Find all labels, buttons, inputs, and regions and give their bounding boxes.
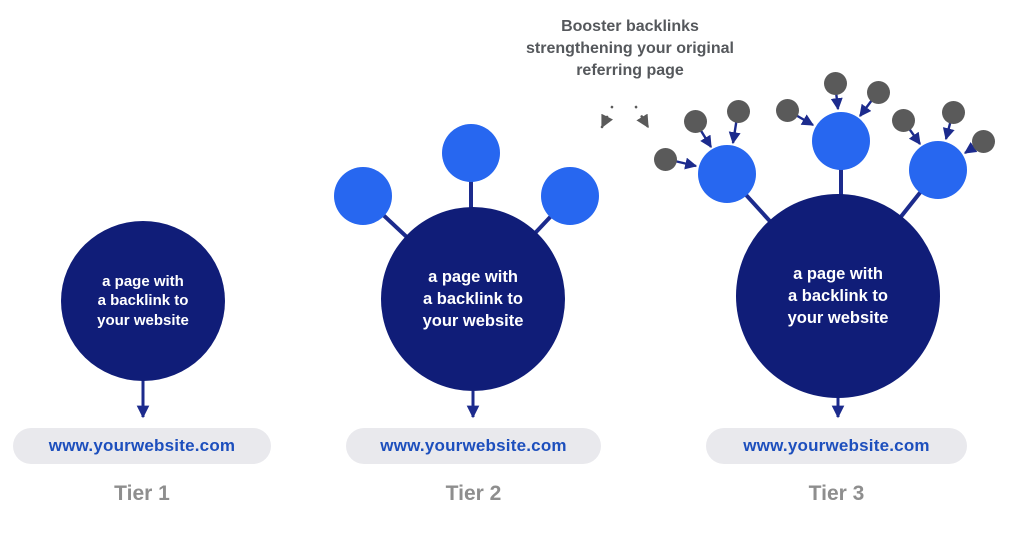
node-text-line: a backlink to (788, 287, 888, 305)
tier1-main-node: a page with a backlink to your website (61, 221, 225, 381)
tier2-node-text: a page with a backlink to your website (406, 266, 541, 332)
tier3-website-url: www.yourwebsite.com (743, 436, 930, 455)
tier2-website-url: www.yourwebsite.com (380, 436, 567, 455)
tier2-main-node: a page with a backlink to your website (381, 207, 565, 391)
tier3-website-pill: www.yourwebsite.com (706, 428, 967, 464)
tier3-main-node: a page with a backlink to your website (736, 194, 940, 398)
node-text-line: your website (97, 311, 189, 329)
tier1-label: Tier 1 (114, 482, 170, 505)
tier3-node-text: a page with a backlink to your website (771, 263, 906, 329)
gray-node (972, 130, 995, 153)
tier2-label: Tier 2 (445, 482, 502, 505)
gray-node (727, 100, 750, 123)
booster-annotation: Booster backlinks strengthening your ori… (510, 16, 750, 82)
gray-node (892, 109, 915, 132)
node-text-line: your website (422, 312, 524, 330)
annotation-dotted-arrows (600, 105, 650, 129)
tier3-label: Tier 3 (808, 482, 865, 505)
booster-node (334, 167, 392, 225)
node-text-line: a backlink to (97, 292, 189, 310)
booster-node (442, 124, 500, 182)
gray-node (776, 99, 799, 122)
booster-node (812, 112, 870, 170)
booster-node (909, 141, 967, 199)
booster-node (541, 167, 599, 225)
tier1-node-text: a page with a backlink to your website (76, 272, 211, 331)
booster-node (698, 145, 756, 203)
node-text-line: a page with (428, 268, 518, 286)
gray-node (867, 81, 890, 104)
annotation-line-3: referring page (576, 62, 684, 79)
annotation-line-2: strengthening your original (525, 40, 734, 57)
gray-node (942, 101, 965, 124)
node-text-line: a page with (102, 272, 184, 290)
node-text-line: a page with (793, 265, 883, 283)
node-text-line: a backlink to (423, 290, 523, 308)
tier1-website-pill: www.yourwebsite.com (13, 428, 271, 464)
tier2-website-pill: www.yourwebsite.com (346, 428, 601, 464)
gray-node (824, 72, 847, 95)
tier1-website-url: www.yourwebsite.com (48, 436, 236, 455)
gray-node (684, 110, 707, 133)
gray-node (654, 148, 677, 171)
node-text-line: your website (787, 309, 889, 327)
annotation-line-1: Booster backlinks (561, 18, 699, 35)
